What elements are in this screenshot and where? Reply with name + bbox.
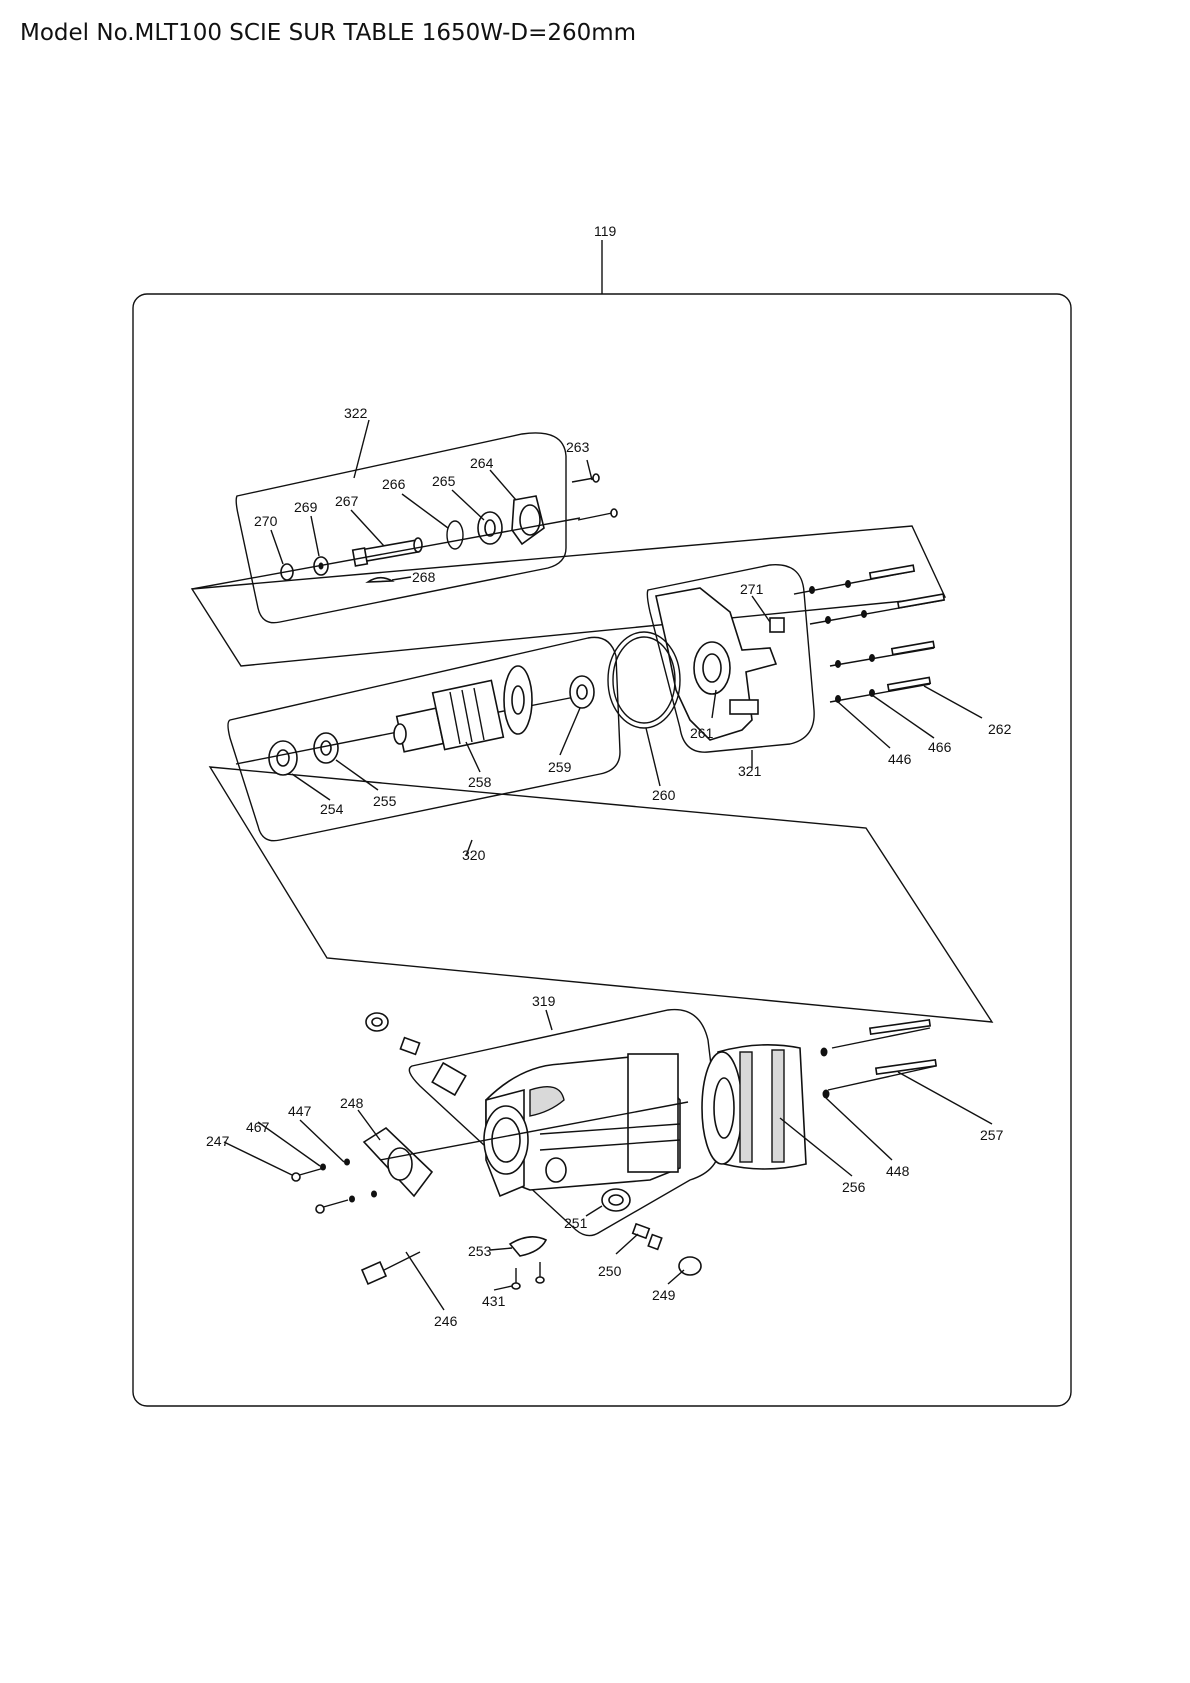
part-254-bearing xyxy=(268,740,298,776)
part-260-o-ring xyxy=(607,631,681,729)
part-256-stator xyxy=(701,1044,807,1170)
part-257-bolts xyxy=(827,1018,938,1091)
group-box-322 xyxy=(235,432,567,624)
part-259-bearing xyxy=(569,675,595,709)
exploded-plane-upper xyxy=(190,525,947,667)
part-249-cap xyxy=(678,1256,702,1276)
part-label-246: 246 xyxy=(434,1313,458,1329)
part-label-250: 250 xyxy=(598,1263,622,1279)
part-label-247: 247 xyxy=(206,1133,230,1149)
part-446-washers xyxy=(809,586,841,703)
part-label-269: 269 xyxy=(294,499,318,515)
part-248-cover xyxy=(362,1126,434,1198)
part-247-screws xyxy=(291,1167,349,1214)
part-label-264: 264 xyxy=(470,455,494,471)
part-label-255: 255 xyxy=(373,793,397,809)
part-label-447: 447 xyxy=(288,1103,312,1119)
axis-line-319 xyxy=(379,1101,689,1161)
part-label-446: 446 xyxy=(888,751,912,767)
part-label-267: 267 xyxy=(335,493,359,509)
part-label-260: 260 xyxy=(652,787,676,803)
part-label-262: 262 xyxy=(988,721,1012,737)
part-label-265: 265 xyxy=(432,473,456,489)
part-448-washers xyxy=(820,1047,830,1099)
part-264-flange xyxy=(511,495,545,546)
group-box-319 xyxy=(408,1008,721,1237)
part-271-bushing xyxy=(769,617,785,633)
part-label-319: 319 xyxy=(532,993,556,1009)
part-label-254: 254 xyxy=(320,801,344,817)
page-title: Model No.MLT100 SCIE SUR TABLE 1650W-D=2… xyxy=(20,20,637,46)
axis-line-322 xyxy=(191,517,581,590)
part-251-brush-cap xyxy=(601,1188,631,1212)
part-262-bolts xyxy=(793,564,946,703)
part-258-armature xyxy=(235,665,591,765)
part-label-261: 261 xyxy=(690,725,714,741)
part-label-249: 249 xyxy=(652,1287,676,1303)
leader-lines xyxy=(223,419,993,1311)
part-label-268: 268 xyxy=(412,569,436,585)
part-246-cable xyxy=(360,1251,421,1286)
part-label-263: 263 xyxy=(566,439,590,455)
part-label-271: 271 xyxy=(740,581,764,597)
part-263-screws xyxy=(571,473,618,521)
part-label-248: 248 xyxy=(340,1095,364,1111)
part-label-119: 119 xyxy=(594,223,617,239)
part-label-321: 321 xyxy=(738,763,762,779)
part-label-448: 448 xyxy=(886,1163,910,1179)
part-labels: 119 322 263 264 265 266 267 269 270 268 … xyxy=(206,223,1012,1329)
part-label-259: 259 xyxy=(548,759,572,775)
part-label-266: 266 xyxy=(382,476,406,492)
part-253-clamp xyxy=(508,1236,548,1257)
part-466-washers xyxy=(845,580,875,697)
part-447-washers xyxy=(344,1158,377,1198)
part-321-bearing-housing xyxy=(655,587,778,741)
part-268-key xyxy=(365,576,395,583)
group-box-321 xyxy=(646,564,815,753)
part-467-washers xyxy=(320,1163,355,1203)
part-label-258: 258 xyxy=(468,774,492,790)
group-box-320 xyxy=(227,636,621,842)
part-label-257: 257 xyxy=(980,1127,1004,1143)
part-brush-holder-upper xyxy=(365,1012,467,1097)
part-label-466: 466 xyxy=(928,739,952,755)
part-266-o-ring xyxy=(446,520,464,550)
part-label-253: 253 xyxy=(468,1243,492,1259)
part-267-shaft xyxy=(351,537,423,567)
assembly-frame-119 xyxy=(132,293,1072,1407)
part-250-brush xyxy=(631,1222,663,1251)
part-label-251: 251 xyxy=(564,1215,588,1231)
part-319-motor-housing xyxy=(483,1053,681,1198)
part-label-320: 320 xyxy=(462,847,486,863)
exploded-plane-middle xyxy=(208,766,994,1023)
part-label-431: 431 xyxy=(482,1293,506,1309)
part-431-screws xyxy=(511,1262,545,1290)
part-label-270: 270 xyxy=(254,513,278,529)
part-255-bearing xyxy=(313,732,339,764)
part-label-467: 467 xyxy=(246,1119,270,1135)
part-label-256: 256 xyxy=(842,1179,866,1195)
part-label-322: 322 xyxy=(344,405,368,421)
